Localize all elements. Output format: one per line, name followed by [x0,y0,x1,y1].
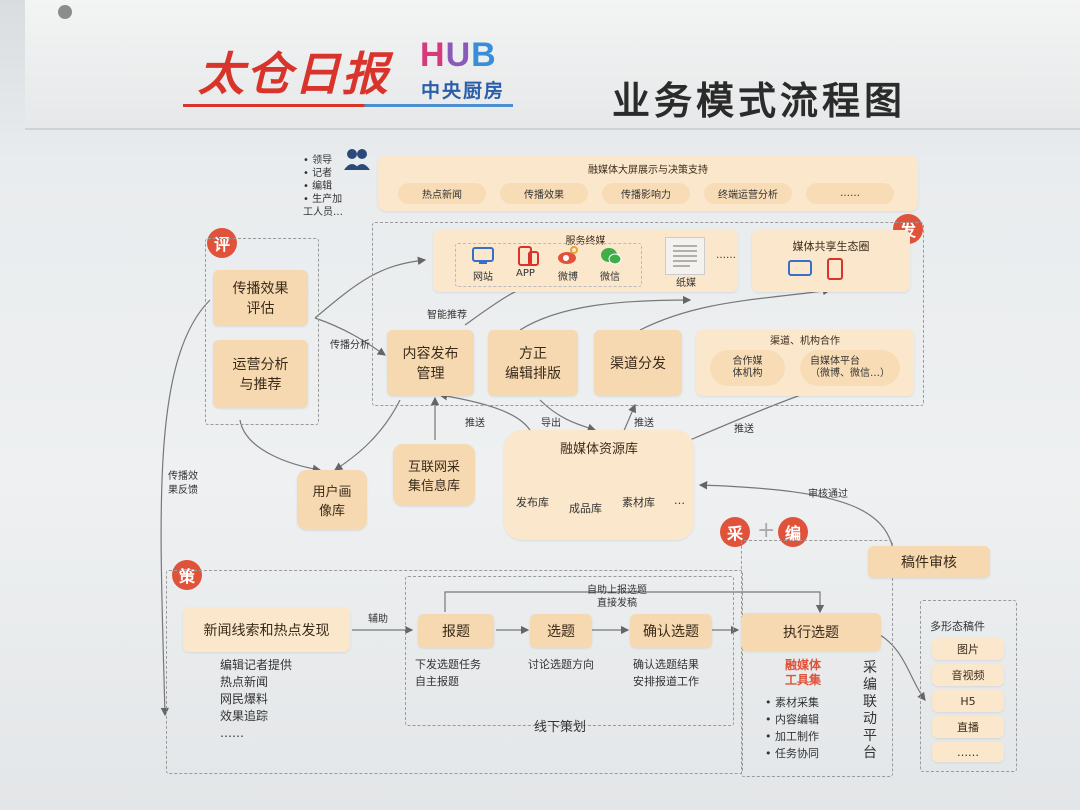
role-list: • 领导 • 记者 • 编辑 • 生产加 工人员… [303,154,343,219]
edge-review-pass: 审核通过 [808,485,848,500]
execute-box: 执行选题 [741,613,881,651]
more-lib: … [674,494,685,507]
terminal-app: APP [516,268,535,279]
report-sub: 下发选题任务 自主报题 [415,656,481,690]
terminal-website: 网站 [473,268,493,283]
topic-box: 选题 [530,614,592,648]
confirm-box: 确认选题 [630,614,712,648]
task-item: • 加工制作 [765,728,819,745]
web-collection-db: 互联网采 集信息库 [393,444,475,506]
product-lib: 成品库 [569,500,602,516]
source-item: 热点新闻 [220,674,292,691]
role-item: • 编辑 [303,180,343,193]
offline-plan-group [405,576,734,726]
task-item: • 内容编辑 [765,711,819,728]
task-list: • 素材采集 • 内容编辑 • 加工制作 • 任务协同 [765,694,819,762]
role-item: 工人员… [303,206,343,219]
founder-layout-box: 方正 编辑排版 [488,330,578,396]
toolset-label: 融媒体 工具集 [785,658,821,688]
offline-plan-label: 线下策划 [534,716,586,735]
edge-push-2: 推送 [634,414,654,429]
topic-sub: 讨论选题方向 [528,656,594,673]
role-item: • 记者 [303,167,343,180]
user-profile-db: 用户画 像库 [297,470,367,530]
task-item: • 素材采集 [765,694,819,711]
source-item: 编辑记者提供 [220,657,292,674]
form-image: 图片 [932,638,1004,660]
edge-assist: 辅助 [368,610,388,625]
banner-title: 融媒体大屏展示与决策支持 [378,161,918,176]
pill-terminal: 终端运营分析 [704,183,792,204]
ops-analysis-box: 运营分析 与推荐 [213,340,308,408]
form-more: …… [932,742,1004,762]
report-box: 报题 [418,614,494,648]
material-lib: 素材库 [622,494,655,510]
edge-direct: 直接发稿 [597,594,637,609]
edge-push-1: 推送 [465,414,485,429]
channel-distribute-box: 渠道分发 [594,330,682,396]
pill-more: …… [806,183,894,204]
users-icon [342,146,372,172]
platform-label: 采 编 联 动 平 台 [863,660,881,762]
website-icon [472,247,494,265]
app-icon [517,246,539,266]
review-box: 稿件审核 [868,546,990,578]
role-item: • 生产加 [303,193,343,206]
effect-evaluation-box: 传播效果 评估 [213,270,308,326]
multi-form-title: 多形态稿件 [930,618,985,634]
feedback-label: 传播效 果反馈 [168,470,198,498]
newspaper-icon [665,237,705,275]
edge-push-3: 推送 [734,420,754,435]
form-live: 直播 [932,716,1004,738]
confirm-sub: 确认选题结果 安排报道工作 [633,656,699,690]
terminal-paper: 纸媒 [676,274,696,289]
coop-title: 渠道、机构合作 [696,332,914,347]
source-item: 网民爆料 [220,691,292,708]
source-list: 编辑记者提供 热点新闻 网民爆料 效果追踪 …… [220,657,292,742]
terminal-more: …… [716,250,736,261]
discover-box: 新闻线索和热点发现 [183,607,350,652]
role-item: • 领导 [303,154,343,167]
pill-effect: 传播效果 [500,183,588,204]
edge-smart-recommend: 智能推荐 [427,306,467,321]
source-item: 效果追踪 [220,708,292,725]
resource-db-title: 融媒体资源库 [504,438,694,457]
media-share-title: 媒体共享生态圈 [752,238,910,254]
coop-media-pill: 合作媒 体机构 [710,350,785,386]
self-media-pill: 自媒体平台 （微博、微信…） [800,350,900,386]
resource-db: 融媒体资源库 [504,430,694,540]
pill-hot-news: 热点新闻 [398,183,486,204]
wechat-icon [600,246,622,266]
pill-influence: 传播影响力 [602,183,690,204]
content-publish-box: 内容发布 管理 [387,330,474,396]
edge-analysis: 传播分析 [330,336,370,351]
edge-export: 导出 [541,414,561,429]
source-item: …… [220,725,292,742]
terminal-wechat: 微信 [600,268,620,283]
publish-lib: 发布库 [516,494,549,510]
terminal-weibo: 微博 [558,268,578,283]
devices-icon [788,258,848,280]
form-av: 音视频 [932,664,1004,686]
form-h5: H5 [932,690,1004,712]
task-item: • 任务协同 [765,745,819,762]
weibo-icon [557,246,579,266]
